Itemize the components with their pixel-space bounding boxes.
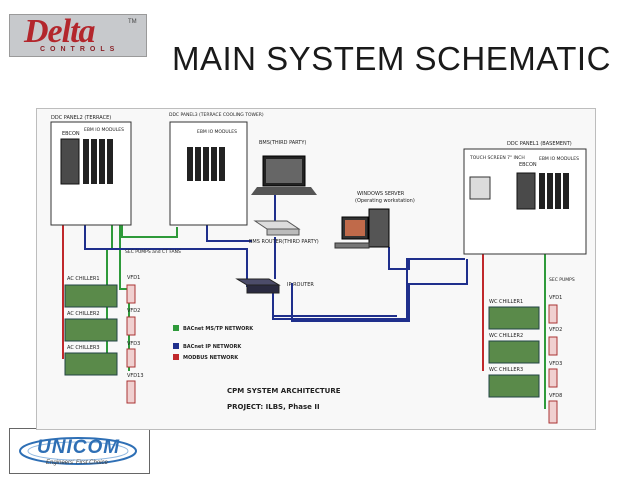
panel3-io-modules — [187, 147, 225, 181]
right-chiller-2-board — [488, 340, 540, 364]
panel2-ebcon-controller — [60, 138, 80, 185]
unicom-tagline: Engineers' First Choice — [46, 460, 108, 466]
left-chiller-2-board — [64, 318, 118, 342]
windows-server-label: WINDOWS SERVER — [357, 191, 405, 197]
panel1-touch-label: TOUCH SCREEN 7" INCH — [469, 155, 525, 161]
logo-wordmark: Delta — [24, 13, 96, 50]
right-sec-pumps-label: SEC PUMPS — [549, 277, 575, 283]
right-vfd-8-label: VFD8 — [549, 393, 562, 399]
delta-controls-logo: Delta CONTROLS TM — [9, 13, 147, 57]
legend-swatch-modbus — [173, 354, 179, 360]
panel2-title: DDC PANEL2 (TERRACE) — [51, 115, 111, 121]
mstp-wire-panel2-panel3 — [121, 225, 178, 238]
left-vfd-2-label: VFD2 — [127, 308, 140, 314]
ip-router-label: IP ROUTER — [287, 282, 314, 288]
right-vfd-3-label: VFD3 — [549, 361, 562, 367]
project-name: PROJECT: ILBS, Phase II — [227, 403, 320, 411]
logo-trademark: TM — [128, 19, 137, 25]
ip-wire-panel2-router — [84, 225, 248, 287]
panel1-title: DDC PANEL1 (BASEMENT) — [507, 141, 572, 147]
network-legend: BACnet MS/TP NETWORK BACnet IP NETWORK M… — [173, 325, 254, 361]
page-title: MAIN SYSTEM SCHEMATIC — [172, 40, 611, 77]
windows-server-sublabel: (Operating workstation) — [355, 198, 415, 204]
left-sec-pumps-label: SEC PUMPS and CT FANS — [125, 249, 181, 255]
panel3-modules-label: EBM IO MODULES — [197, 129, 237, 135]
left-chiller-3-board — [64, 352, 118, 376]
right-vfd-1 — [548, 304, 558, 324]
touch-screen-icon — [469, 176, 491, 200]
panel2-io-modules — [83, 139, 113, 184]
left-vfd-2 — [126, 316, 136, 336]
right-chiller-3-board — [488, 374, 540, 398]
ip-wire-panel3-router — [206, 225, 252, 242]
left-chiller-1-board — [64, 284, 118, 308]
ip-router-icon — [235, 278, 281, 294]
left-chiller-2-label: AC CHILLER2 — [67, 311, 100, 317]
legend-label-ip: BACnet IP NETWORK — [183, 344, 242, 350]
ip-wire-router-server — [272, 258, 409, 320]
legend-swatch-mstp — [173, 325, 179, 331]
bms-label: BMS(THIRD PARTY) — [259, 140, 306, 146]
unicom-swoosh-icon — [19, 437, 137, 465]
left-chiller-1-label: AC CHILLER1 — [67, 276, 100, 282]
legend-label-modbus: MODBUS NETWORK — [183, 355, 239, 361]
left-vfd-3-label: VFD3 — [127, 341, 140, 347]
panel1-io-modules — [539, 173, 569, 209]
right-chiller-3-label: WC CHILLER3 — [489, 367, 523, 373]
right-vfd-2 — [548, 336, 558, 356]
panel1-ebcon-controller — [516, 172, 536, 210]
panel2-modules-label: EBM IO MODULES — [84, 127, 124, 133]
left-vfd-13-label: VFD13 — [127, 373, 144, 379]
right-vfd-1-label: VFD1 — [549, 295, 562, 301]
bms-router-icon — [253, 220, 301, 236]
legend-swatch-ip — [173, 343, 179, 349]
left-vfd-1 — [126, 284, 136, 304]
right-chiller-1-label: WC CHILLER1 — [489, 299, 523, 305]
left-vfd-13 — [126, 380, 136, 404]
right-chiller-2-label: WC CHILLER2 — [489, 333, 523, 339]
panel2-ebcon-label: EBCON — [62, 131, 80, 137]
panel1-ebcon-label: EBCON — [519, 162, 537, 168]
right-vfd-8 — [548, 400, 558, 424]
legend-label-mstp: BACnet MS/TP NETWORK — [183, 326, 254, 332]
panel1-modules-label: EBM IO MODULES — [539, 156, 579, 162]
ip-wire-server-panel1 — [388, 247, 465, 270]
windows-workstation-icon — [334, 208, 390, 249]
schematic-canvas: DDC PANEL2 (TERRACE) EBCON EBM IO MODULE… — [50, 112, 587, 424]
bms-laptop-icon — [251, 155, 317, 195]
bms-router-label: BMS ROUTER(THIRD PARTY) — [249, 239, 319, 245]
system-architecture-diagram: DDC PANEL2 (TERRACE) EBCON EBM IO MODULE… — [36, 108, 596, 430]
left-chiller-3-label: AC CHILLER3 — [67, 345, 100, 351]
logo-subtitle: CONTROLS — [40, 46, 120, 53]
right-chiller-1-board — [488, 306, 540, 330]
panel3-title-line1: DDC PANEL3 (TERRACE COOLING TOWER) — [169, 112, 264, 118]
unicom-wordmark: UNICOM — [37, 437, 121, 458]
left-vfd-1-label: VFD1 — [127, 275, 140, 281]
right-vfd-2-label: VFD2 — [549, 327, 562, 333]
ip-wire-iprouter-panel1 — [291, 259, 468, 322]
left-vfd-3 — [126, 348, 136, 368]
unicom-logo: UNICOM Engineers' First Choice — [9, 428, 150, 474]
architecture-title: CPM SYSTEM ARCHITECTURE — [227, 387, 341, 395]
right-vfd-3 — [548, 368, 558, 388]
ip-wire-router-panel1 — [272, 315, 397, 319]
